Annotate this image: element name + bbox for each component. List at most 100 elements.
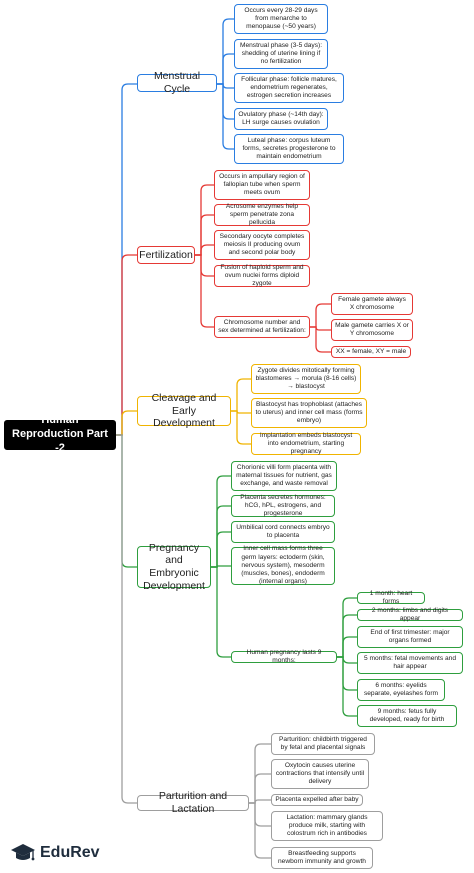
leaf-menstrual-3: Follicular phase: follicle matures, endo…: [234, 73, 344, 103]
connector-line: [195, 254, 214, 328]
leaf-pregnancy-5: Human pregnancy lasts 9 months:: [231, 648, 337, 664]
leaf-text: Acrosome enzymes help sperm penetrate zo…: [225, 202, 299, 227]
connector-line: [217, 83, 234, 120]
leaf-text: Female gamete always X chromosome: [338, 295, 406, 311]
leaf-pregnancy-1: Chorionic villi form placenta with mater…: [231, 461, 337, 491]
leaf-text: Parturition: childbirth triggered by fet…: [279, 735, 367, 751]
leaf-text: 5 months: fetal movements and hair appea…: [364, 654, 456, 670]
leaf-menstrual-2: Menstrual phase (3-5 days): shedding of …: [234, 39, 328, 69]
root-title: Human Reproduction Part -2: [12, 414, 108, 454]
connector-line: [211, 505, 231, 568]
leaf-text: Occurs every 28-29 days from menarche to…: [244, 6, 318, 31]
leaf-text: XX = female, XY = male: [335, 347, 407, 355]
branch-cleavage: Cleavage and Early Development: [137, 392, 231, 429]
leaf-text: Umbilical cord connects embryo to placen…: [236, 523, 330, 539]
leaf-text: 9 months: fetus fully developed, ready f…: [369, 707, 445, 723]
leaf-parturition-3: Placenta expelled after baby: [271, 794, 363, 806]
connector-line: [217, 53, 234, 85]
connector-line: [195, 254, 214, 277]
branch-label: Cleavage and Early Development: [151, 392, 217, 430]
leaf-pregnancy-sub-5: 6 months: eyelids separate, eyelashes fo…: [357, 679, 445, 701]
leaf-pregnancy-sub-2: 2 months: limbs and digits appear: [357, 606, 463, 622]
leaf-text: Male gamete carries X or Y chromosome: [335, 321, 409, 337]
leaf-text: Secondary oocyte completes meiosis II pr…: [219, 232, 305, 257]
branch-fertilization: Fertilization: [137, 246, 195, 264]
connector-line: [217, 18, 234, 85]
connector-line: [231, 410, 251, 445]
leaf-text: Implantation embeds blastocyst into endo…: [259, 431, 353, 456]
connector-line: [195, 214, 214, 256]
connector-line: [337, 636, 357, 658]
leaf-text: Breastfeeding supports newborn immunity …: [278, 849, 366, 865]
connector-line: [116, 83, 137, 436]
leaf-text: Chromosome number and sex determined at …: [218, 318, 306, 334]
leaf-fertilization-3: Secondary oocyte completes meiosis II pr…: [214, 230, 310, 260]
leaf-text: Luteal phase: corpus luteum forms, secre…: [242, 136, 336, 161]
leaf-menstrual-5: Luteal phase: corpus luteum forms, secre…: [234, 134, 344, 164]
leaf-cleavage-3: Implantation embeds blastocyst into endo…: [251, 431, 361, 456]
leaf-cleavage-1: Zygote divides mitotically forming blast…: [251, 364, 361, 394]
leaf-parturition-5: Breastfeeding supports newborn immunity …: [271, 847, 373, 869]
leaf-text: Human pregnancy lasts 9 months:: [246, 648, 322, 664]
connector-line: [337, 597, 357, 658]
leaf-text: Occurs in ampullary region of fallopian …: [219, 172, 305, 197]
leaf-menstrual-1: Occurs every 28-29 days from menarche to…: [234, 4, 328, 34]
leaf-text: Inner cell mass forms three germ layers:…: [241, 545, 325, 586]
leaf-menstrual-4: Ovulatory phase (~14th day): LH surge ca…: [234, 108, 328, 130]
connector-line: [217, 83, 234, 150]
leaf-parturition-2: Oxytocin causes uterine contractions tha…: [271, 759, 369, 789]
branch-label: Pregnancy and Embryonic Development: [143, 541, 205, 592]
leaf-text: 2 months: limbs and digits appear: [371, 606, 449, 622]
leaf-fertilization-sub-1: Female gamete always X chromosome: [331, 293, 413, 315]
connector-line: [116, 434, 137, 568]
leaf-pregnancy-sub-6: 9 months: fetus fully developed, ready f…: [357, 705, 457, 727]
leaf-text: Blastocyst has trophoblast (attaches to …: [255, 400, 363, 425]
leaf-parturition-1: Parturition: childbirth triggered by fet…: [271, 733, 375, 755]
connector-line: [211, 566, 231, 658]
connector-line: [195, 244, 214, 256]
leaf-pregnancy-2: Placenta secretes hormones: hCG, hPL, es…: [231, 494, 335, 517]
branch-pregnancy: Pregnancy and Embryonic Development: [137, 542, 211, 592]
connector-line: [310, 326, 331, 353]
connector-line: [337, 614, 357, 658]
connector-line: [310, 303, 331, 328]
leaf-fertilization-sub-2: Male gamete carries X or Y chromosome: [331, 319, 413, 341]
edurev-logo: EduRev: [10, 840, 100, 866]
branch-label: Parturition and Lactation: [158, 790, 228, 815]
connector-line: [116, 434, 137, 804]
leaf-pregnancy-4: Inner cell mass forms three germ layers:…: [231, 545, 335, 586]
connector-line: [337, 656, 357, 691]
leaf-text: End of first trimester: major organs for…: [370, 628, 450, 644]
connector-line: [211, 531, 231, 568]
leaf-text: 1 month: heart forms: [369, 589, 413, 605]
connector-line: [116, 410, 137, 436]
branch-label: Menstrual Cycle: [153, 70, 201, 95]
leaf-fertilization-1: Occurs in ampullary region of fallopian …: [214, 170, 310, 200]
leaf-text: Lactation: mammary glands produce milk, …: [286, 813, 368, 838]
connector-line: [249, 802, 271, 827]
leaf-pregnancy-sub-4: 5 months: fetal movements and hair appea…: [357, 652, 463, 674]
connector-line: [231, 378, 251, 412]
leaf-text: Menstrual phase (3-5 days): shedding of …: [239, 41, 323, 66]
root-node: Human Reproduction Part -2: [4, 414, 116, 454]
leaf-fertilization-sub-3: XX = female, XY = male: [331, 346, 411, 358]
leaf-text: Follicular phase: follicle matures, endo…: [241, 75, 337, 100]
connector-line: [337, 656, 357, 717]
logo-text: EduRev: [40, 844, 100, 861]
connector-line: [195, 184, 214, 256]
connector-line: [249, 773, 271, 804]
connector-line: [249, 802, 271, 859]
graduation-cap-icon: [11, 844, 35, 861]
leaf-fertilization-5: Chromosome number and sex determined at …: [214, 316, 310, 338]
branch-parturition: Parturition and Lactation: [137, 790, 249, 815]
leaf-text: Fusion of haploid sperm and ovum nuclei …: [220, 263, 304, 288]
leaf-fertilization-2: Acrosome enzymes help sperm penetrate zo…: [214, 202, 310, 227]
branch-label: Fertilization: [139, 248, 193, 261]
connector-line: [116, 254, 137, 436]
leaf-pregnancy-sub-1: 1 month: heart forms: [357, 589, 425, 605]
leaf-text: Placenta expelled after baby: [275, 795, 359, 803]
connector-line: [337, 656, 357, 664]
leaf-pregnancy-3: Umbilical cord connects embryo to placen…: [231, 521, 335, 543]
connector-line: [211, 475, 231, 568]
